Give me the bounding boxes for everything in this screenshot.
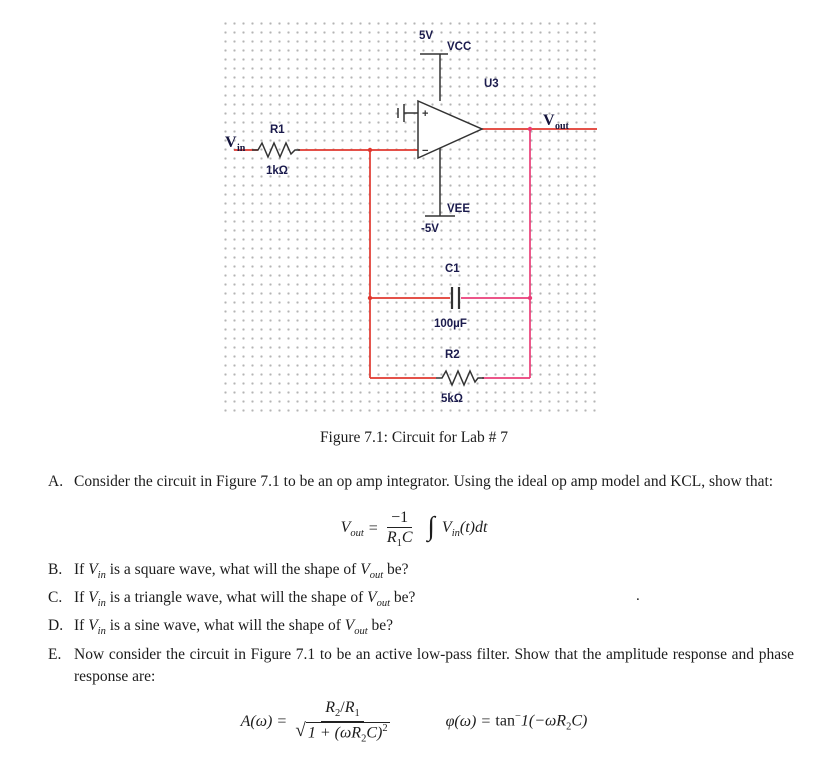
- resistor-r1-symbol: [252, 141, 300, 159]
- r2-designator: R2: [445, 349, 460, 361]
- figure-caption: Figure 7.1: Circuit for Lab # 7: [319, 429, 509, 446]
- c1-designator: C1: [445, 263, 460, 275]
- f3-body: tan−1(−ωR2C): [495, 711, 588, 733]
- vcc-voltage-label: 5V: [419, 30, 433, 42]
- r1-value: 1kΩ: [266, 165, 288, 177]
- question-d: D. If Vin is a sine wave, what will the …: [48, 615, 794, 643]
- f1-fraction: −1 R1C: [386, 509, 413, 550]
- question-c-text: If Vin is a triangle wave, what will the…: [74, 589, 416, 610]
- vout-label-sub: out: [555, 121, 570, 132]
- resistor-r2-symbol: [436, 369, 484, 387]
- response-formulas-row: A(ω) = R2/R1 √1 + (ωR2C)2 φ(ω) = tan−1(−…: [0, 698, 828, 746]
- question-d-text: If Vin is a sine wave, what will the sha…: [74, 617, 394, 638]
- f1-equals: =: [368, 520, 378, 538]
- r2-value: 5kΩ: [441, 393, 463, 405]
- red-wires: [234, 128, 597, 379]
- junction-minus-input: [367, 147, 373, 153]
- question-c-label: C.: [48, 589, 63, 606]
- question-a-text: Consider the circuit in Figure 7.1 to be…: [74, 473, 774, 490]
- question-e-text: Now consider the circuit in Figure 7.1 t…: [74, 646, 794, 685]
- question-b-label: B.: [48, 561, 63, 578]
- question-d-label: D.: [48, 617, 64, 634]
- question-e-label: E.: [48, 646, 62, 663]
- question-c: C. If Vin is a triangle wave, what will …: [48, 587, 794, 615]
- junction-output: [527, 126, 533, 132]
- f3-lhs: φ(ω): [445, 712, 477, 730]
- amplitude-response-formula: A(ω) = R2/R1 √1 + (ωR2C)2: [241, 698, 394, 746]
- r1-designator: R1: [270, 124, 285, 136]
- f1-lhs: V: [340, 519, 351, 537]
- opamp-minus-input-label: −: [422, 145, 428, 157]
- opamp-designator: U3: [484, 78, 499, 90]
- circuit-diagram: 5V VCC U3 + − VEE -5V R1 1kΩ V in V out …: [218, 16, 598, 416]
- radical-sign: √: [295, 719, 306, 741]
- f2-lhs: A(ω): [240, 712, 273, 730]
- question-b-text: If Vin is a square wave, what will the s…: [74, 561, 409, 582]
- vin-label-sub: in: [237, 143, 246, 154]
- f2-fraction: R2/R1 √1 + (ωR2C)2: [295, 699, 390, 745]
- vcc-label: VCC: [447, 41, 471, 53]
- integrator-formula: Vout = −1 R1C ∫ Vin(t)dt: [340, 509, 488, 550]
- phase-response-formula: φ(ω) = tan−1(−ωR2C): [446, 711, 588, 733]
- c1-value: 100µF: [434, 318, 467, 330]
- vee-voltage-label: -5V: [421, 223, 439, 235]
- black-symbols: [252, 53, 484, 387]
- vee-label: VEE: [447, 203, 470, 215]
- stray-period: .: [636, 588, 640, 604]
- question-a: A. Consider the circuit in Figure 7.1 to…: [48, 471, 794, 493]
- question-b: B. If Vin is a square wave, what will th…: [48, 559, 794, 587]
- question-e: E. Now consider the circuit in Figure 7.…: [48, 644, 794, 687]
- integral-sign: ∫: [427, 511, 435, 542]
- pink-wires: [461, 129, 531, 379]
- f3-equals: =: [481, 712, 491, 730]
- opamp-triangle: [417, 99, 484, 160]
- junction-c1-left: [367, 295, 373, 301]
- vout-label: V: [543, 112, 555, 129]
- circuit-schematic: 5V VCC U3 + − VEE -5V R1 1kΩ V in V out …: [225, 30, 597, 405]
- f2-equals: =: [277, 712, 287, 730]
- vin-label: V: [225, 134, 237, 151]
- question-a-label: A.: [48, 473, 64, 490]
- junction-c1-right: [527, 295, 533, 301]
- opamp-plus-input-label: +: [422, 108, 428, 120]
- f1-integrand: V: [441, 519, 452, 537]
